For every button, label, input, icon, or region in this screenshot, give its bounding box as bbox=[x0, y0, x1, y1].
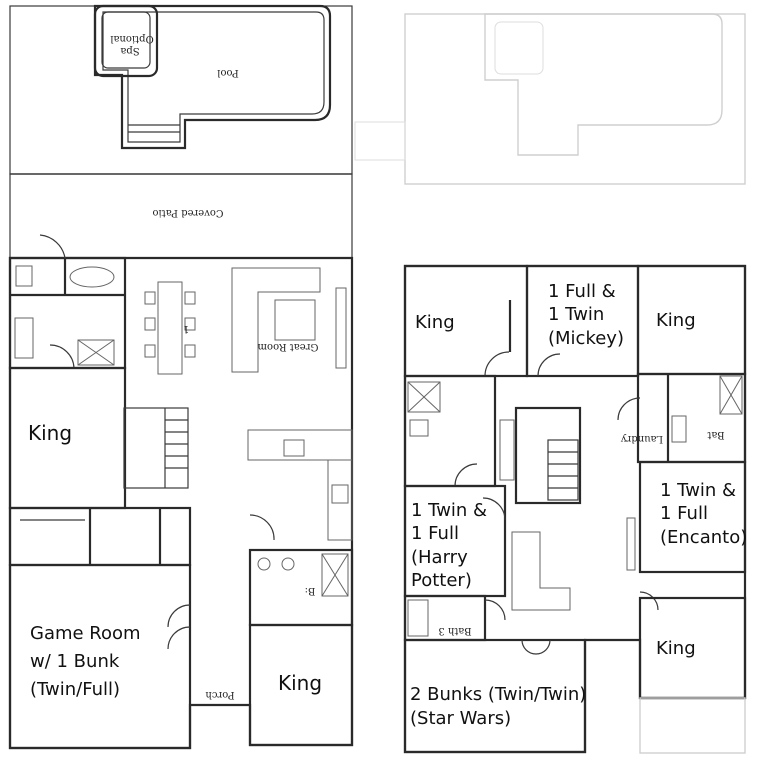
spa-label-line-1: Optional bbox=[110, 33, 153, 44]
room-encanto bbox=[638, 460, 747, 574]
room-king-nw-label: King bbox=[415, 312, 455, 333]
pool-ghost bbox=[404, 13, 746, 185]
room-king-1-label: King bbox=[28, 421, 72, 445]
second-floor-plan: King 1 Full & 1 Twin (Mickey) King bbox=[354, 13, 747, 754]
harry-potter-label-line-3: (Harry bbox=[411, 547, 468, 568]
room-game-room bbox=[8, 563, 192, 750]
bathtub bbox=[69, 266, 115, 288]
great-room-label: Great Room bbox=[257, 341, 318, 352]
room-king-se-label: King bbox=[656, 638, 696, 659]
encanto-label-line-1: 1 Twin & bbox=[660, 480, 736, 501]
encanto-label-line-3: (Encanto) bbox=[660, 527, 747, 548]
mickey-label-line-2: 1 Twin bbox=[548, 304, 604, 325]
room-king-ne-label: King bbox=[656, 310, 696, 331]
spa-label-line-2: Spa bbox=[120, 45, 139, 56]
laundry-label: Laundry bbox=[620, 433, 663, 444]
ground-floor-plan: Optional Spa Pool Covered Patio 1 Gr bbox=[8, 4, 354, 750]
stairs bbox=[123, 407, 189, 489]
covered-patio-label: Covered Patio bbox=[153, 207, 224, 218]
bath-3-label: Bath 3 bbox=[438, 625, 471, 636]
room-king-2 bbox=[248, 623, 354, 747]
bath-bat-label: Bat bbox=[707, 429, 724, 440]
second-floor-stairs bbox=[514, 406, 582, 505]
harry-potter-label-line-2: 1 Full bbox=[411, 523, 459, 544]
bath-b-label: B: bbox=[305, 585, 316, 596]
mickey-label-line-3: (Mickey) bbox=[548, 328, 624, 349]
star-wars-label-line-1: 2 Bunks (Twin/Twin) bbox=[410, 684, 586, 705]
game-room-label-line-3: (Twin/Full) bbox=[30, 679, 120, 700]
encanto-label-line-2: 1 Full bbox=[660, 503, 708, 524]
room-king-2-label: King bbox=[278, 671, 322, 695]
room-star-wars bbox=[403, 638, 587, 754]
dining-table bbox=[157, 281, 183, 375]
sectional-sofa bbox=[231, 267, 321, 373]
loft-sofa bbox=[511, 531, 571, 611]
porch-label: Porch bbox=[205, 689, 235, 700]
pool-outline bbox=[93, 4, 332, 150]
harry-potter-label-line-1: 1 Twin & bbox=[411, 500, 487, 521]
kitchen-counter bbox=[327, 459, 353, 541]
game-room-label-line-2: w/ 1 Bunk bbox=[30, 651, 120, 672]
pool-label: Pool bbox=[217, 67, 239, 78]
spa-outline bbox=[93, 4, 159, 78]
game-room-label-line-1: Game Room bbox=[30, 623, 141, 644]
table-label: 1 bbox=[183, 323, 189, 334]
harry-potter-label-line-4: Potter) bbox=[411, 570, 472, 591]
shower bbox=[77, 339, 115, 366]
mickey-label-line-1: 1 Full & bbox=[548, 281, 616, 302]
kitchen-island bbox=[247, 429, 353, 461]
tv-console bbox=[335, 287, 347, 369]
star-wars-label-line-2: (Star Wars) bbox=[410, 708, 511, 729]
